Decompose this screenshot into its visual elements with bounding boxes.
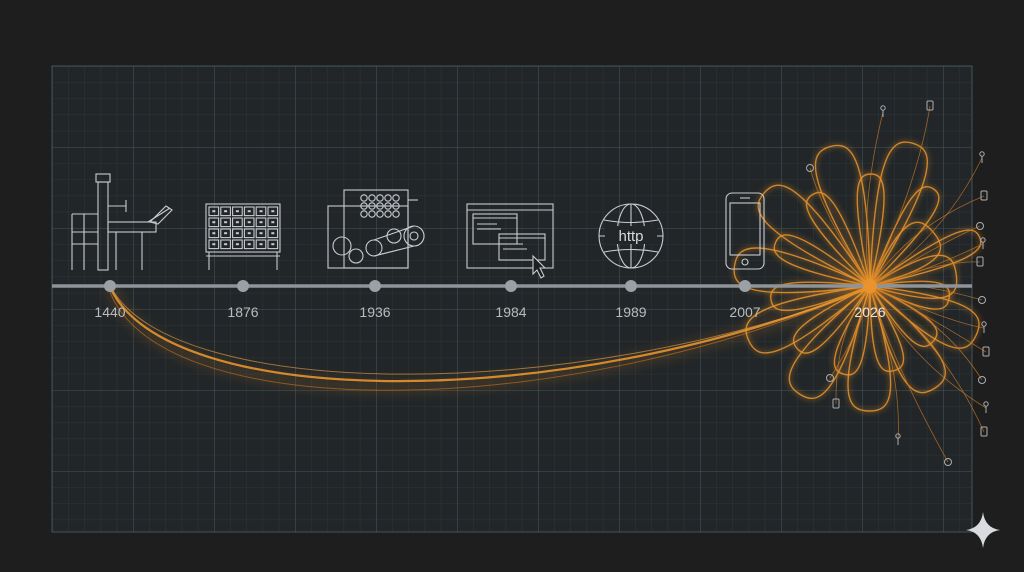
- desktop-window-icon: [466, 203, 554, 279]
- history-arc: [105, 282, 873, 392]
- network-endpoints: [806, 100, 990, 466]
- radiating-network-icon: [733, 141, 982, 412]
- timeline-node-1984: [505, 280, 517, 292]
- http-label: http: [618, 228, 643, 245]
- year-label-1936: 1936: [359, 304, 390, 320]
- year-label-1984: 1984: [495, 304, 526, 320]
- http-globe-icon: http: [598, 203, 664, 269]
- grid-panel: [51, 65, 973, 533]
- timeline-node-1936: [369, 280, 381, 292]
- sparkle-icon: [966, 512, 1000, 548]
- year-label-1440: 1440: [94, 304, 125, 320]
- timeline-node-1989: [625, 280, 637, 292]
- timeline-node-1440: [104, 280, 116, 292]
- timeline-node-1876: [237, 280, 249, 292]
- computing-machine-icon: [327, 189, 425, 269]
- timeline-node-2026: [863, 279, 877, 293]
- smartphone-icon: [725, 192, 765, 270]
- printing-press-icon: [71, 173, 173, 271]
- card-catalog-icon: [205, 203, 281, 270]
- year-label-1989: 1989: [615, 304, 646, 320]
- year-label-2026: 2026: [854, 304, 885, 320]
- year-label-1876: 1876: [227, 304, 258, 320]
- year-label-2007: 2007: [729, 304, 760, 320]
- timeline-node-2007: [739, 280, 751, 292]
- milestone-nodes: 1440 1876 1936 1984 1989 2007 2026: [94, 279, 886, 320]
